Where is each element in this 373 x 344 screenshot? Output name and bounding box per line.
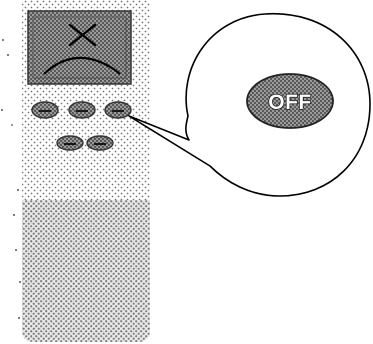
off-button-enlarged: OFF bbox=[246, 73, 334, 129]
remote-button-2[interactable] bbox=[68, 101, 96, 119]
button-row-bottom bbox=[56, 135, 114, 151]
callout-bubble: OFF bbox=[128, 13, 371, 197]
button-row-top bbox=[31, 101, 132, 119]
arc-icon bbox=[43, 56, 116, 75]
off-button-label: OFF bbox=[268, 91, 312, 114]
display-screen bbox=[27, 10, 132, 85]
remote-button-1[interactable] bbox=[31, 101, 59, 119]
remote-button-off[interactable] bbox=[104, 101, 132, 119]
x-mark-icon bbox=[68, 23, 97, 47]
remote-left-edge bbox=[1, 39, 21, 319]
remote-button-4[interactable] bbox=[56, 135, 84, 151]
remote-button-5[interactable] bbox=[86, 135, 114, 151]
remote-lower-shading bbox=[22, 200, 150, 342]
remote-control bbox=[1, 0, 150, 342]
